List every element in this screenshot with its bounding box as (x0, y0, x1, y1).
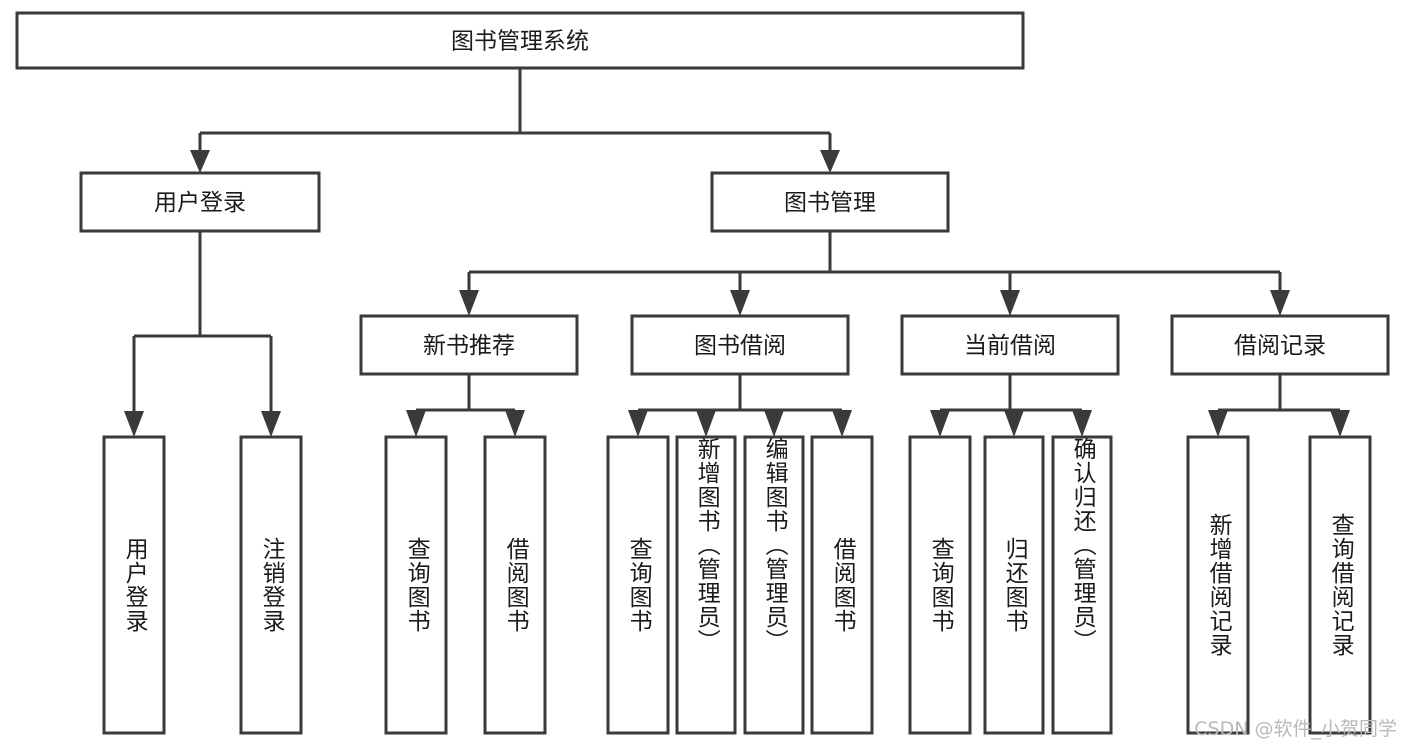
arrowhead-leaf-query-book-2 (628, 410, 648, 437)
arrowhead-leaf-user-logout (261, 411, 281, 437)
arrowhead-new-book-recommend (459, 290, 479, 316)
node-book-borrow-box[interactable] (630, 314, 850, 376)
leaf-add-book-admin-box[interactable] (675, 435, 737, 735)
arrowhead-leaf-query-book-1 (406, 410, 426, 437)
arrowhead-leaf-edit-book-admin (764, 410, 784, 437)
arrowhead-leaf-return-book (1004, 410, 1024, 437)
node-user-login-label: 用户登录 (154, 190, 246, 216)
leaf-return-book-box[interactable] (983, 435, 1045, 735)
leaf-user-login-box[interactable] (102, 435, 166, 735)
node-borrow-record-box[interactable] (1170, 314, 1390, 376)
node-new-book-recommend-label: 新书推荐 (423, 333, 515, 359)
node-current-borrow-box[interactable] (900, 314, 1120, 376)
leaf-borrow-book-1-box[interactable] (483, 435, 547, 735)
leaf-edit-book-admin-box[interactable] (743, 435, 805, 735)
arrowhead-user-login (190, 150, 210, 173)
arrowhead-leaf-query-book-3 (930, 410, 950, 437)
arrowhead-borrow-record (1270, 290, 1290, 316)
leaf-query-book-3-box[interactable] (908, 435, 972, 735)
leaf-query-book-2-box[interactable] (606, 435, 670, 735)
node-book-manage-label: 图书管理 (784, 190, 876, 216)
arrowhead-book-manage (820, 150, 840, 173)
node-current-borrow-label: 当前借阅 (964, 333, 1056, 359)
leaf-query-record-box[interactable] (1308, 435, 1372, 735)
node-root-label: 图书管理系统 (451, 29, 589, 55)
node-borrow-record-label: 借阅记录 (1234, 333, 1326, 359)
arrowhead-leaf-confirm-return (1072, 410, 1092, 437)
arrowhead-current-borrow (1000, 290, 1020, 316)
arrowhead-book-borrow (730, 290, 750, 316)
csdn-watermark: CSDN @软件_小贺同学 (1194, 718, 1397, 740)
leaf-user-logout-box[interactable] (239, 435, 303, 735)
arrowhead-leaf-borrow-book-2 (832, 410, 852, 437)
arrowhead-leaf-query-record (1330, 410, 1350, 437)
leaf-boxes (102, 435, 1372, 735)
arrowhead-leaf-borrow-book-1 (505, 410, 525, 437)
node-root-box[interactable] (15, 11, 1025, 70)
node-book-manage-box[interactable] (710, 171, 950, 233)
node-user-login-box[interactable] (79, 171, 321, 233)
arrowhead-leaf-user-login (124, 411, 144, 437)
leaf-query-book-1-box[interactable] (384, 435, 448, 735)
node-new-book-recommend-box[interactable] (359, 314, 579, 376)
leaf-add-record-box[interactable] (1186, 435, 1250, 735)
arrowhead-leaf-add-record (1208, 410, 1228, 437)
connector-lines (124, 68, 1350, 437)
leaf-borrow-book-2-box[interactable] (810, 435, 874, 735)
node-boxes: 图书管理系统 用户登录 图书管理 新书推荐 图书借阅 当前借阅 借阅记录 (15, 11, 1390, 376)
arrowhead-leaf-add-book-admin (696, 410, 716, 437)
node-book-borrow-label: 图书借阅 (694, 333, 786, 359)
leaf-confirm-return-box[interactable] (1051, 435, 1113, 735)
